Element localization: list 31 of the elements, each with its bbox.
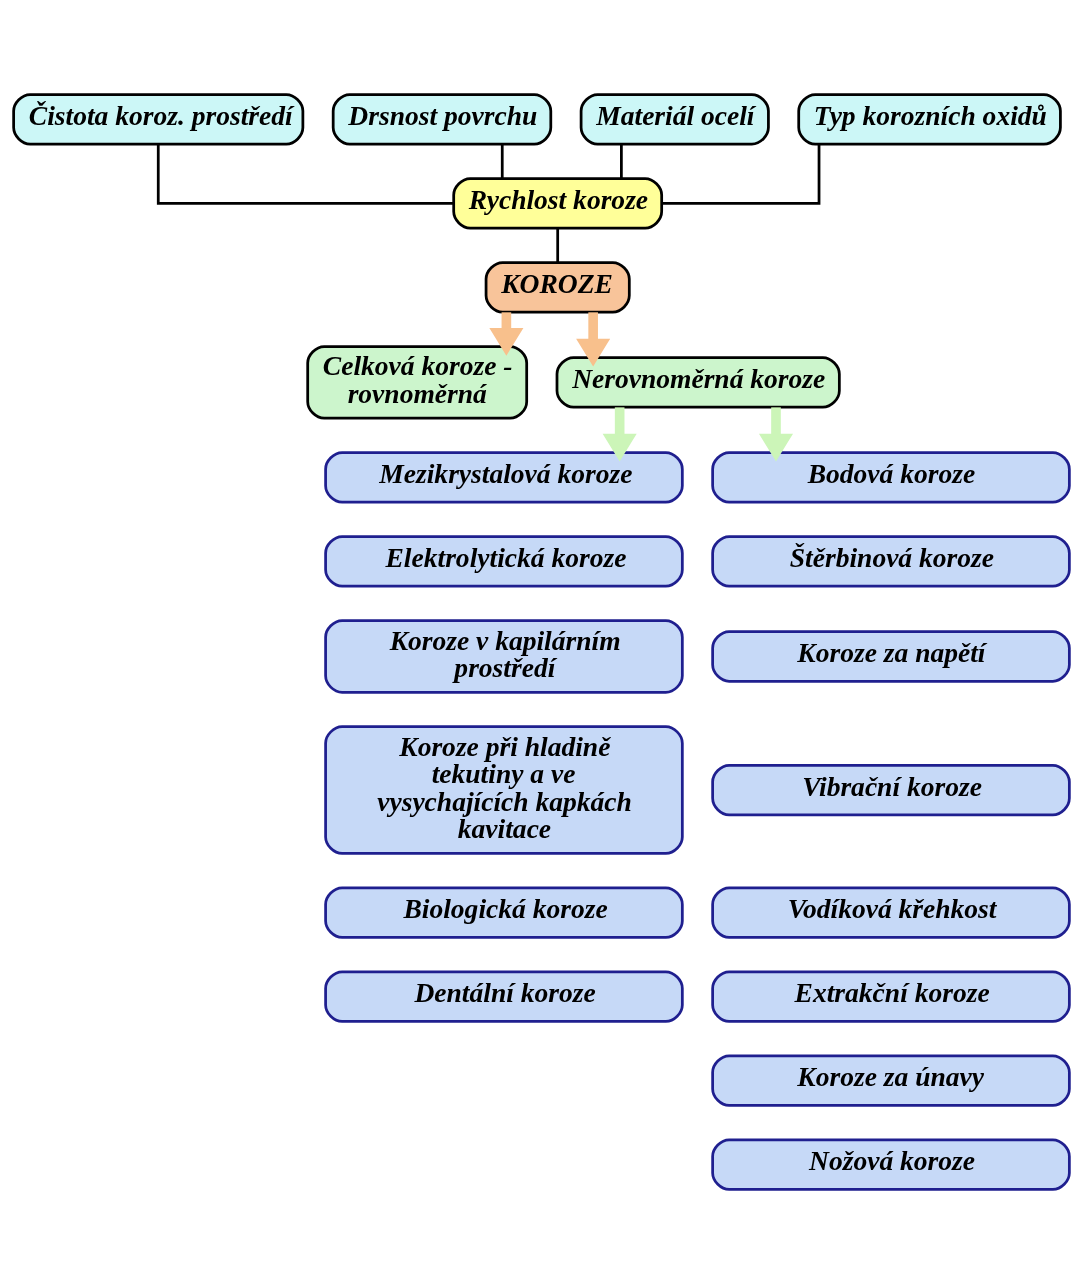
arrow [489,312,524,356]
connector [661,144,821,205]
arrow [758,407,794,462]
node-box: Celková koroze - rovnoměrná [306,345,529,420]
node-box: KOROZE [484,261,631,314]
node-box: Extrakční koroze [711,970,1071,1023]
node-box: Rychlost koroze [452,177,664,230]
connector [620,144,623,179]
node-box: Koroze v kapilárním prostředí [324,619,684,694]
node-box: Drsnost povrchu [331,93,553,146]
node-box: Dentální koroze [324,970,684,1023]
arrow [602,407,637,462]
node-box: Nožová koroze [711,1138,1071,1191]
connector [500,144,504,179]
node-box: Mezikrystalová koroze [324,451,684,504]
node-box: Koroze za únavy [711,1054,1071,1107]
arrow [576,312,611,367]
node-box: Biologická koroze [324,886,684,939]
node-box: Koroze při hladině tekutiny a ve vysychajících kapkách kavitace [324,725,684,855]
node-box: Nerovnoměrná koroze [555,356,841,409]
node-box: Materiál ocelí [579,93,770,146]
node-box: Vibrační koroze [711,763,1071,817]
node-box: Štěrbinová koroze [711,535,1071,588]
connector [156,144,454,205]
node-box: Bodová koroze [711,451,1071,504]
connector [556,228,560,263]
node-box: Typ korozních oxidů [797,93,1062,146]
node-box: Elektrolytická koroze [324,535,684,588]
node-box: Čistota koroz. prostředí [12,93,305,146]
node-box: Koroze za napětí [711,630,1071,683]
node-box: Vodíková křehkost [711,886,1071,939]
